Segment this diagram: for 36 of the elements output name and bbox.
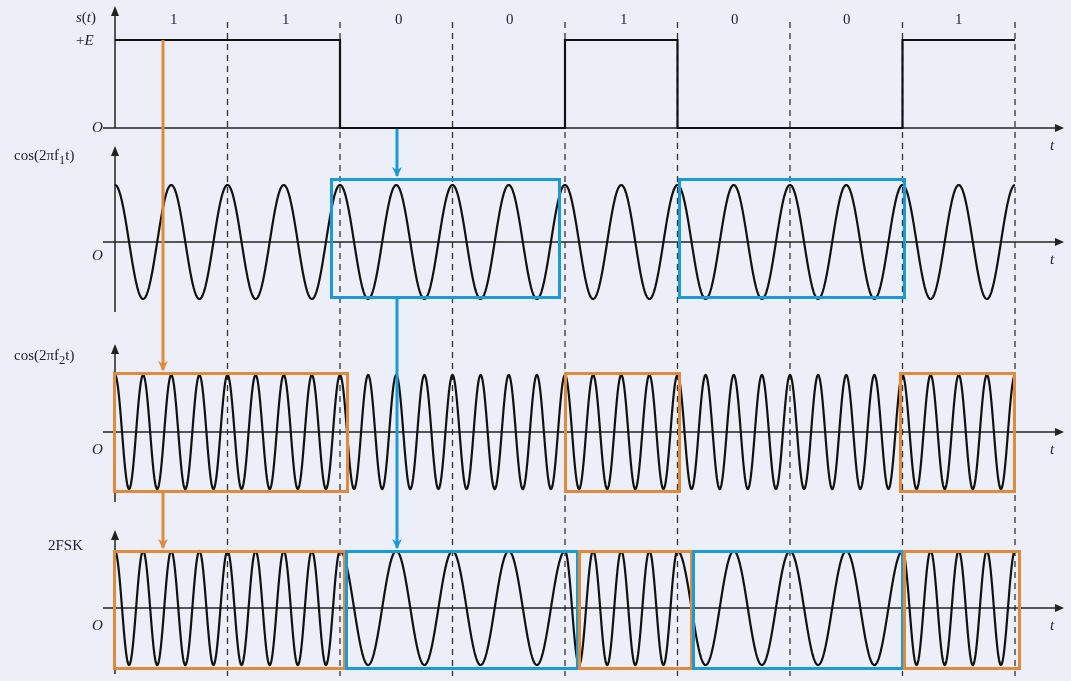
axis-label: t: [1050, 616, 1055, 634]
axis-label: cos(2πf$_{2}$t): [14, 346, 75, 369]
signal-segment-box: [345, 550, 579, 670]
signal-segment-box: [899, 372, 1016, 493]
signal-segment-box: [678, 178, 906, 299]
arrow: [392, 299, 402, 549]
axis-label: s(t): [76, 8, 96, 26]
origin-label: O: [92, 440, 103, 458]
signal-segment-box: [903, 550, 1021, 670]
bit-value: 1: [282, 10, 290, 28]
arrow: [392, 129, 402, 177]
arrow: [158, 493, 168, 549]
axis-label: t: [1050, 440, 1055, 458]
bit-value: 1: [170, 10, 178, 28]
arrow: [158, 40, 168, 371]
bit-value: 0: [843, 10, 851, 28]
bit-value: 0: [506, 10, 514, 28]
origin-label: O: [92, 118, 103, 136]
bit-value: 0: [395, 10, 403, 28]
signal-segment-box: [113, 550, 346, 670]
origin-label: O: [92, 246, 103, 264]
axis-label: t: [1050, 250, 1055, 268]
origin-label: O: [92, 616, 103, 634]
square-wave: [113, 38, 1015, 130]
bit-value: 1: [620, 10, 628, 28]
signal-segment-box: [578, 550, 693, 670]
signal-segment-box: [113, 372, 349, 493]
axis-label: 2FSK: [48, 536, 84, 554]
bit-value: 1: [955, 10, 963, 28]
axis-label: cos(2πf$_{1}$t): [14, 146, 75, 169]
signal-segment-box: [330, 178, 561, 299]
signal-segment-box: [692, 550, 904, 670]
level-label: +E: [76, 31, 94, 49]
axis-label: t: [1050, 136, 1055, 154]
bit-value: 0: [731, 10, 739, 28]
signal-segment-box: [564, 372, 681, 493]
